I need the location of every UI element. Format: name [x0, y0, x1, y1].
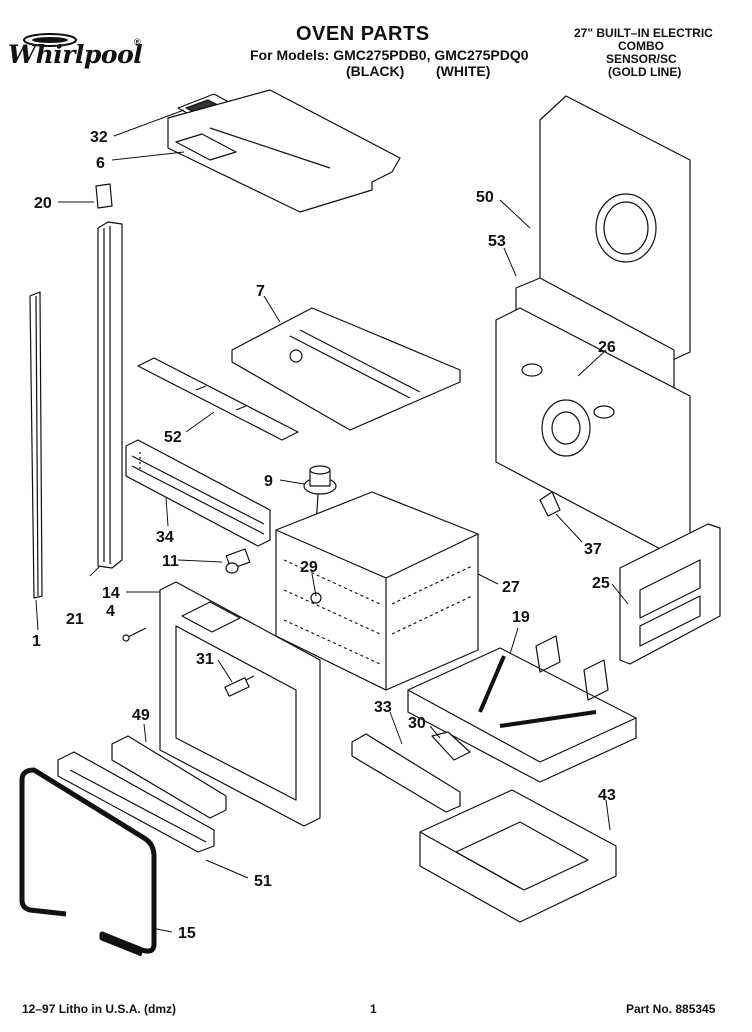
callout-21: 21 [66, 611, 84, 628]
callout-30: 30 [408, 715, 426, 732]
callout-31: 31 [196, 651, 214, 668]
footer-part-number: Part No. 885345 [626, 1002, 716, 1016]
callout-49: 49 [132, 707, 150, 724]
callout-14: 14 [102, 585, 120, 602]
part-door-gasket [19, 767, 157, 957]
part-bottom-tray [419, 789, 617, 923]
part-oven-floor [407, 635, 637, 783]
part-back-panel [539, 95, 691, 365]
trademark-mark: ® [134, 37, 141, 47]
callout-43: 43 [598, 787, 616, 804]
part-toe-kick [57, 751, 215, 853]
callout-leader-lines [35, 109, 629, 933]
product-line-3: SENSOR/SC [606, 52, 677, 66]
part-vent-grille [125, 439, 271, 547]
part-door-switch [224, 675, 255, 697]
color-white-label: (WHITE) [436, 63, 491, 79]
callout-1: 1 [32, 633, 41, 650]
part-front-frame [159, 581, 321, 827]
callout-34: 34 [156, 529, 174, 546]
part-lower-trim [111, 735, 227, 819]
callout-51: 51 [254, 873, 272, 890]
models-line: For Models: GMC275PDB0, GMC275PDQ0 [250, 47, 529, 63]
callout-26: 26 [598, 339, 616, 356]
part-inner-top [231, 307, 461, 431]
part-top-cover [167, 89, 401, 213]
callout-27: 27 [502, 579, 520, 596]
callout-32: 32 [90, 129, 108, 146]
page-title: OVEN PARTS [296, 23, 430, 45]
part-door-latch [431, 731, 471, 761]
part-screw [122, 627, 147, 642]
callout-19: 19 [512, 609, 530, 626]
whirlpool-logo-text: Whirlpool [8, 40, 143, 69]
callout-50: 50 [476, 189, 494, 206]
callout-9: 9 [264, 473, 273, 490]
product-line-4: (GOLD LINE) [608, 65, 682, 79]
part-clip [95, 183, 113, 209]
footer-litho: 12–97 Litho in U.S.A. (dmz) [22, 1002, 177, 1016]
part-deflector [137, 357, 299, 441]
product-line-1: 27" BUILT–IN ELECTRIC [574, 26, 713, 40]
callout-33: 33 [374, 699, 392, 716]
product-line-2: COMBO [618, 39, 664, 53]
callout-53: 53 [488, 233, 506, 250]
callout-52: 52 [164, 429, 182, 446]
callout-29: 29 [300, 559, 318, 576]
callout-numbers: 32 6 20 50 53 7 26 52 9 34 37 11 29 27 1… [32, 129, 616, 942]
part-lower-bracket [351, 733, 461, 813]
part-side-panel [619, 523, 721, 665]
part-light-bulb [225, 548, 251, 574]
color-black-label: (BLACK) [346, 63, 405, 79]
callout-37: 37 [584, 541, 602, 558]
callout-6: 6 [96, 155, 105, 172]
callout-7: 7 [256, 283, 265, 300]
part-element-clip [539, 491, 561, 517]
whirlpool-logo-icon [23, 33, 77, 47]
footer-page-number: 1 [370, 1002, 377, 1016]
part-side-trim [97, 221, 123, 569]
part-trim-strip [29, 291, 43, 599]
callout-15: 15 [178, 925, 196, 942]
callout-25: 25 [592, 575, 610, 592]
part-sensor [303, 465, 337, 527]
callout-4: 4 [106, 603, 115, 620]
callout-11: 11 [162, 553, 179, 570]
callout-20: 20 [34, 195, 52, 212]
